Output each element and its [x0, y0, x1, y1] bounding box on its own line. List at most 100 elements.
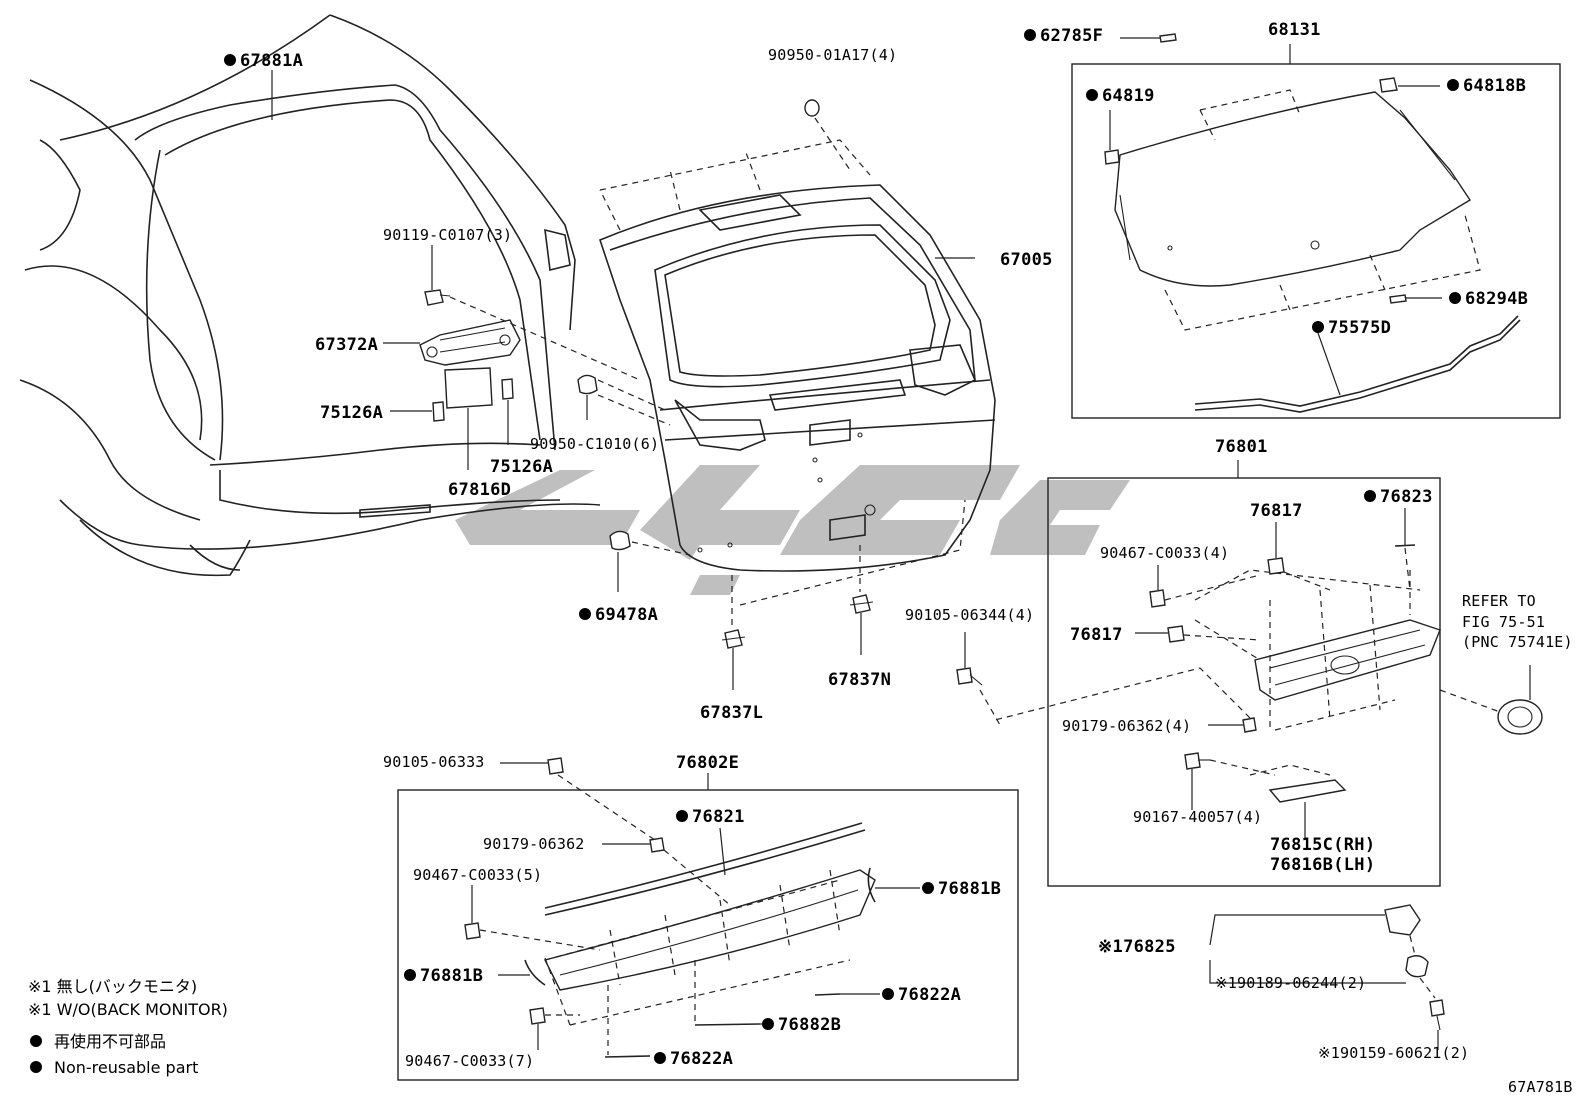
screw-90159-60621: [1429, 999, 1445, 1031]
legend: ※1 無し(バックモニタ) ※1 W/O(BACK MONITOR) 再使用不可…: [28, 977, 228, 1077]
nonreuse-mark: [676, 810, 688, 822]
label-67837l: 67837L: [700, 703, 763, 723]
label-76817-upper: 76817: [1250, 501, 1303, 521]
label-67881a: 67881A: [240, 51, 303, 71]
label-75126a-right: 75126A: [490, 457, 553, 477]
box-76801: [1047, 477, 1441, 887]
label-67837n: 67837N: [828, 670, 891, 690]
cushion-90950-c1010: [577, 374, 598, 395]
label-75575d: 75575D: [1328, 318, 1391, 338]
label-90105-06344: 90105-06344(4): [905, 606, 1034, 624]
diagram-code: 67A781B: [1508, 1078, 1573, 1096]
nonreuse-mark: [1024, 29, 1036, 41]
garnish-76801: [1254, 619, 1441, 701]
camera-cover-76825: [1384, 904, 1421, 936]
nonreuse-mark: [762, 1018, 774, 1030]
clip-90467-c0033-7: [529, 1007, 546, 1025]
nonreuse-mark: [1364, 490, 1376, 502]
cushion-69478a: [609, 530, 631, 551]
garnish-76802e: [543, 869, 876, 991]
label-69478a: 69478A: [595, 605, 658, 625]
clip-76823: [1394, 544, 1416, 547]
label-76802e: 76802E: [676, 753, 739, 773]
moulding-76821: [544, 822, 866, 916]
clip-64818b: [1379, 77, 1398, 93]
label-67372a: 67372A: [315, 335, 378, 355]
label-90950-01a17: 90950-01A17(4): [768, 46, 897, 64]
door-trim-68131: [1114, 91, 1471, 287]
clip-67837l: [721, 629, 746, 649]
label-90105-06333: 90105-06333: [383, 753, 485, 771]
label-76816b: 76816B(LH): [1270, 855, 1375, 875]
label-76817-lower: 76817: [1070, 625, 1123, 645]
label-76822a-bottom: 76822A: [670, 1049, 733, 1069]
nonreuse-mark: [1312, 321, 1324, 333]
refer-line-3: (PNC 75741E): [1462, 633, 1573, 651]
legend-note-en: ※1 W/O(BACK MONITOR): [28, 1000, 228, 1019]
seal-76881b-right: [867, 867, 876, 903]
label-75126a-left: 75126A: [320, 403, 383, 423]
clip-62785f: [1159, 33, 1177, 43]
label-68294b: 68294B: [1465, 289, 1528, 309]
clip-90467-c0033-4: [1149, 589, 1166, 608]
nonreuse-mark: [579, 608, 591, 620]
nonreuse-mark: [654, 1052, 666, 1064]
clip-64819: [1104, 149, 1120, 165]
clip-90179-06362: [649, 837, 665, 853]
screw-90167-40057: [1184, 752, 1210, 770]
watermark-logo: [455, 465, 1130, 595]
label-90467-c0033-5: 90467-C0033(5): [413, 866, 542, 884]
label-76823: 76823: [1380, 487, 1433, 507]
label-76801: 76801: [1215, 437, 1268, 457]
nonreuse-mark: [882, 988, 894, 1000]
label-90167-40057: 90167-40057(4): [1133, 808, 1262, 826]
label-90159-60621: ※190159-60621(2): [1318, 1044, 1469, 1062]
box-68131: [1071, 63, 1561, 419]
label-76881b-right: 76881B: [938, 879, 1001, 899]
plate-67816d: [444, 367, 493, 409]
nonreuse-mark: [1449, 292, 1461, 304]
label-90179-06362: 90179-06362: [483, 835, 585, 853]
refer-line-1: REFER TO: [1462, 592, 1536, 610]
label-64819: 64819: [1102, 86, 1155, 106]
label-90189-06244: ※190189-06244(2): [1215, 974, 1366, 992]
label-62785f: 62785F: [1040, 26, 1103, 46]
clip-90189-06244: [1405, 955, 1429, 978]
label-90467-c0033-7: 90467-C0033(7): [405, 1052, 534, 1070]
label-76881b-left: 76881B: [420, 966, 483, 986]
tape-76822a-right: [814, 993, 841, 996]
label-90179-06362-4: 90179-06362(4): [1062, 717, 1191, 735]
clip-68294b: [1389, 294, 1407, 304]
garnish-76815c-76816b: [1268, 779, 1347, 803]
hinge-67372a: [419, 319, 521, 366]
legend-note-jp: ※1 無し(バックモニタ): [28, 977, 197, 996]
nonreuse-mark: [1086, 89, 1098, 101]
stopper-75126a-left: [432, 401, 445, 422]
bolt-90119-c0107: [424, 289, 451, 306]
refer-line-2: FIG 75-51: [1462, 613, 1545, 631]
bolt-90105-06344: [956, 667, 983, 686]
weatherstrip-75575d: [1194, 315, 1521, 413]
nonreuse-mark: [1447, 79, 1459, 91]
label-68131: 68131: [1268, 20, 1321, 40]
clip-90179-06362-4: [1242, 717, 1257, 733]
clip-76817-upper: [1267, 557, 1285, 575]
label-76822a-right: 76822A: [898, 985, 961, 1005]
clip-90467-c0033-5: [464, 922, 481, 940]
label-76825: ※176825: [1098, 937, 1176, 957]
label-90467-c0033-4: 90467-C0033(4): [1100, 544, 1229, 562]
nonreuse-mark: [922, 882, 934, 894]
stopper-75126a-right: [501, 378, 514, 400]
label-76882b: 76882B: [778, 1015, 841, 1035]
clip-76817-lower: [1167, 625, 1185, 643]
label-67816d: 67816D: [448, 480, 511, 500]
nonreuse-mark: [30, 1035, 42, 1047]
legend-nonreuse-jp: 再使用不可部品: [54, 1032, 166, 1051]
label-67005: 67005: [1000, 250, 1053, 270]
plug-90950-01a17: [804, 99, 820, 117]
emblem-refer: [1497, 699, 1543, 735]
label-90119-c0107: 90119-C0107(3): [383, 226, 512, 244]
bolt-90105-06333: [547, 757, 564, 775]
nonreuse-mark: [224, 54, 236, 66]
legend-nonreuse-en: Non-reusable part: [54, 1058, 198, 1077]
